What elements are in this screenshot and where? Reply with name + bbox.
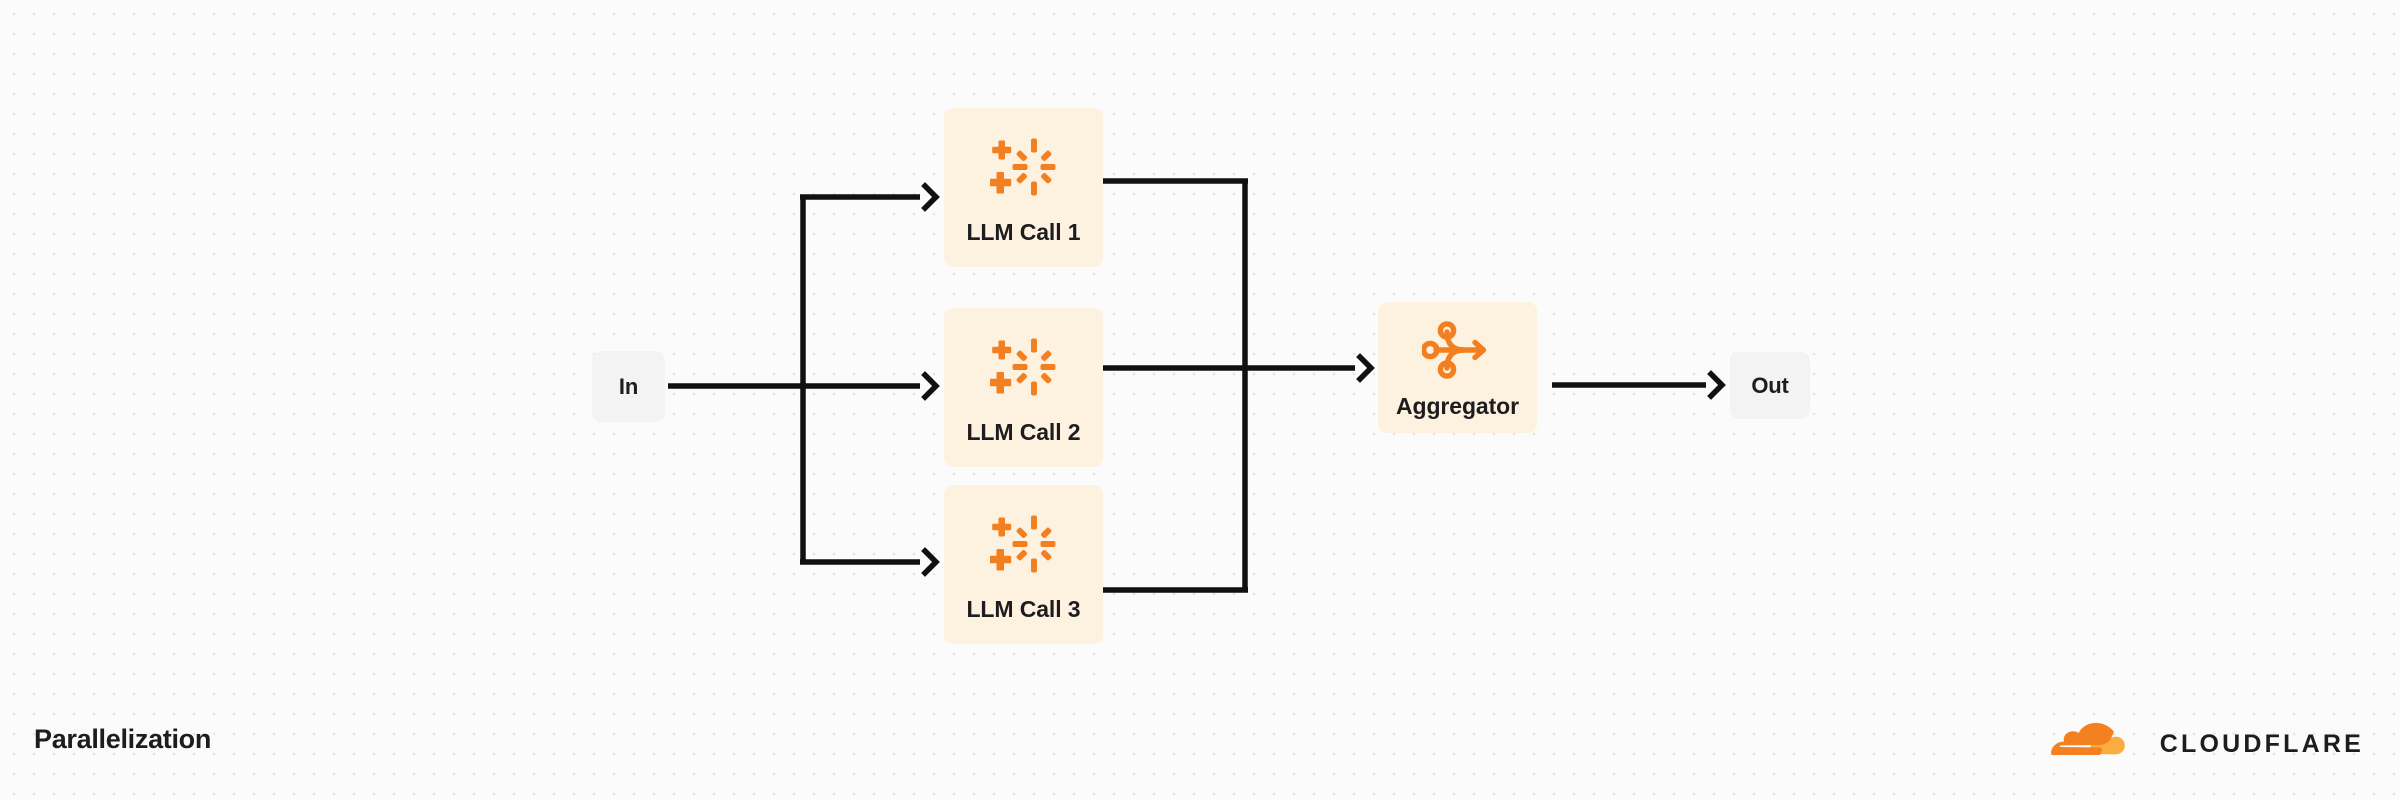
- node-llm-call-3-label: LLM Call 3: [966, 596, 1081, 622]
- ai-sparkle-icon: [989, 337, 1058, 399]
- ai-sparkle-icon: [989, 137, 1058, 199]
- node-in[interactable]: In: [592, 351, 665, 422]
- cloudflare-cloud-icon: [2019, 720, 2147, 769]
- node-llm-call-2[interactable]: LLM Call 2: [944, 308, 1103, 467]
- node-out[interactable]: Out: [1730, 352, 1810, 419]
- cloudflare-wordmark: CLOUDFLARE: [2159, 729, 2364, 758]
- node-in-label: In: [618, 373, 639, 399]
- node-aggregator-label: Aggregator: [1396, 393, 1519, 419]
- ai-sparkle-icon: [989, 514, 1058, 576]
- cloudflare-brand-logo: CLOUDFLARE: [2019, 722, 2364, 766]
- node-out-label: Out: [1751, 372, 1789, 398]
- diagram-title: Parallelization: [34, 724, 212, 754]
- node-llm-call-1-label: LLM Call 1: [966, 219, 1081, 245]
- node-llm-call-1[interactable]: LLM Call 1: [944, 108, 1103, 267]
- node-llm-call-2-label: LLM Call 2: [966, 419, 1081, 445]
- merge-arrow-icon: [1420, 321, 1494, 379]
- node-aggregator[interactable]: Aggregator: [1378, 302, 1537, 433]
- node-llm-call-3[interactable]: LLM Call 3: [944, 485, 1103, 644]
